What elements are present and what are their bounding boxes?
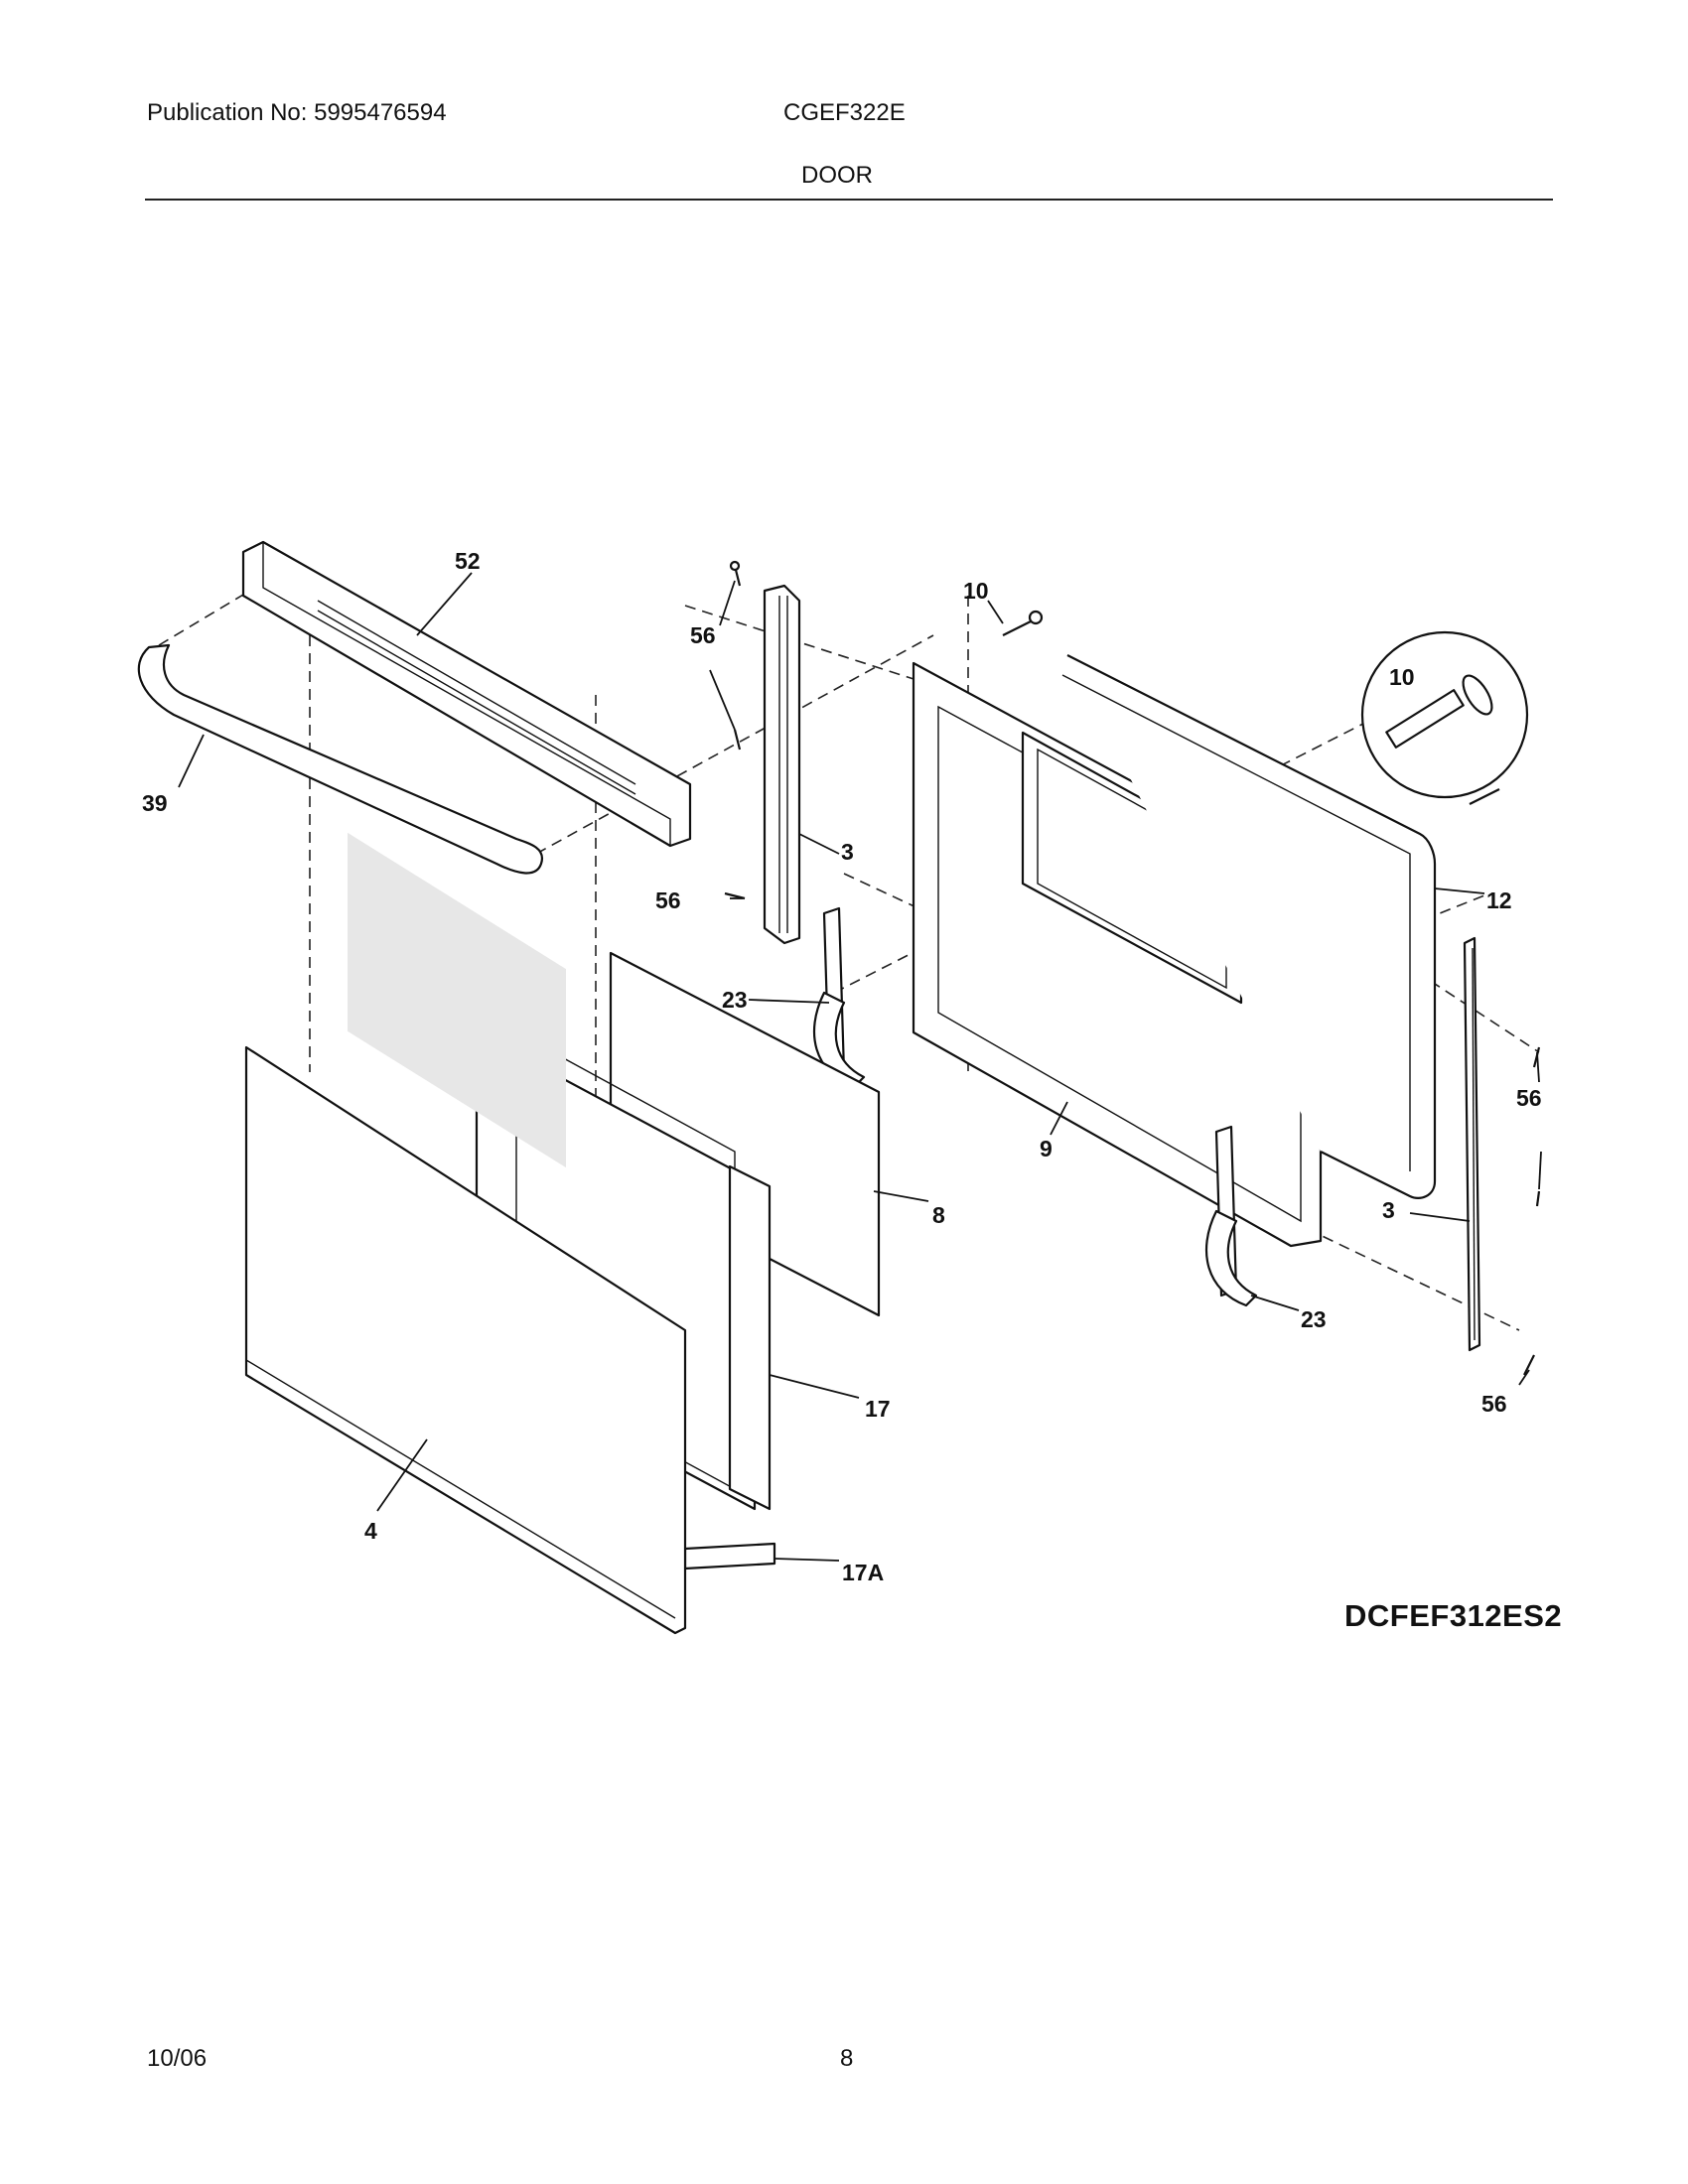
footer-date: 10/06 [147, 2045, 208, 2072]
callout-3: 3 [1382, 1197, 1395, 1223]
callout-10: 10 [1389, 664, 1415, 690]
callout-leaders [178, 572, 1542, 1562]
callout-8: 8 [932, 1202, 945, 1228]
callout-23: 23 [722, 987, 748, 1013]
callout-56: 56 [1516, 1085, 1542, 1111]
part-17a-channel [683, 1542, 776, 1570]
part-10-detail-circle [1360, 630, 1529, 799]
screws [724, 560, 1541, 1376]
callout-3: 3 [841, 839, 854, 865]
part-4-outer-door [244, 832, 687, 1635]
callout-23: 23 [1301, 1306, 1327, 1332]
part-3-side-trim-left [763, 584, 801, 945]
part-12-gasket [1061, 654, 1437, 1199]
section-title: DOOR [801, 162, 873, 189]
header-rule [145, 199, 1553, 201]
part-39-handle [137, 643, 544, 875]
publication-number: Publication No: 5995476594 [147, 99, 447, 126]
callout-4: 4 [364, 1518, 377, 1544]
part-8-glass [609, 951, 881, 1317]
callout-56: 56 [1481, 1391, 1507, 1417]
callout-9: 9 [1040, 1136, 1053, 1161]
part-52-trim [241, 540, 692, 848]
callout-labels: 52 39 56 56 56 56 10 10 3 3 12 23 23 9 8… [142, 548, 1542, 1585]
callout-56: 56 [690, 622, 716, 648]
part-23-hinge-right [1204, 1125, 1258, 1307]
part-23-hinge-left [812, 906, 866, 1089]
callout-56: 56 [655, 887, 681, 913]
drawing-id: DCFEF312ES2 [1344, 1598, 1563, 1633]
callout-10: 10 [963, 578, 989, 604]
part-3-side-trim-right [1463, 936, 1481, 1352]
model-number: CGEF322E [783, 99, 906, 126]
callout-52: 52 [455, 548, 481, 574]
callout-17a: 17A [842, 1560, 884, 1585]
callout-12: 12 [1486, 887, 1512, 913]
page-number: 8 [840, 2045, 854, 2072]
callout-17: 17 [865, 1396, 891, 1422]
callout-39: 39 [142, 790, 168, 816]
